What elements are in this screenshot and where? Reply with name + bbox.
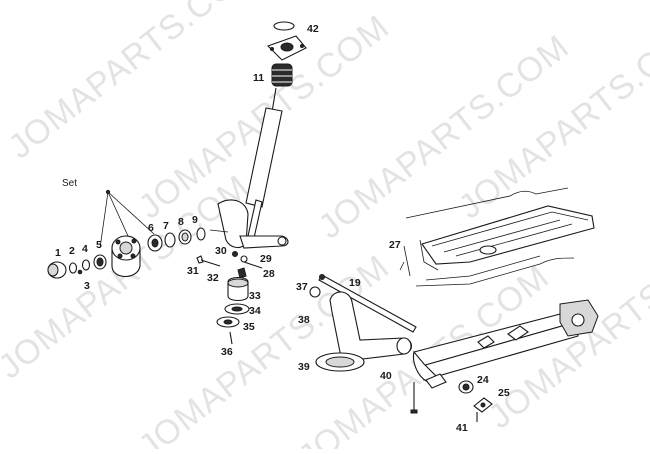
callout-3: 3: [84, 280, 90, 292]
callout-24: 24: [477, 374, 489, 386]
bolts-29-32: [196, 251, 263, 269]
part-27-underbody-panel: [399, 187, 595, 287]
callout-39: 39: [298, 361, 310, 373]
callout-40: 40: [380, 370, 392, 382]
callout-41: 41: [456, 422, 468, 434]
callout-6: 6: [148, 222, 154, 234]
callout-30: 30: [215, 245, 227, 257]
callout-32: 32: [207, 272, 219, 284]
callout-19: 19: [349, 277, 361, 289]
callout-31: 31: [187, 265, 199, 277]
ball-joint-33-36: [216, 267, 250, 345]
callout-27: 27: [389, 239, 401, 251]
leader-lines: [99, 189, 411, 277]
callout-42: 42: [307, 23, 319, 35]
callout-25: 25: [498, 387, 510, 399]
part-19-rod: [318, 274, 417, 333]
callout-36: 36: [221, 346, 233, 358]
shock-absorber: [245, 87, 283, 239]
callout-28: 28: [263, 268, 275, 280]
part-11-bump-stop: [271, 63, 293, 87]
callout-38: 38: [298, 314, 310, 326]
callout-5: 5: [96, 239, 102, 251]
callout-11: 11: [253, 72, 264, 84]
part-42-top-mount: [266, 21, 307, 61]
callout-7: 7: [163, 220, 169, 232]
callout-9: 9: [192, 214, 198, 226]
callout-35: 35: [243, 321, 255, 333]
wishbone-38-40: [309, 286, 413, 372]
callout-37: 37: [296, 281, 308, 293]
steering-knuckle: [209, 199, 289, 249]
callout-1: 1: [55, 247, 61, 259]
set-label: Set: [62, 178, 77, 189]
callout-33: 33: [249, 290, 261, 302]
callout-labels: 1 2 3 4 5 6 7 8 9 11 19 24 25 27 28 29 3…: [55, 23, 510, 434]
bushings-24-25: [410, 380, 493, 422]
frame-rail: [412, 299, 599, 389]
callout-34: 34: [249, 305, 261, 317]
callout-2: 2: [69, 245, 75, 257]
callout-8: 8: [178, 216, 184, 228]
hub-assembly: [47, 227, 206, 279]
callout-29: 29: [260, 253, 272, 265]
callout-4: 4: [82, 243, 88, 255]
